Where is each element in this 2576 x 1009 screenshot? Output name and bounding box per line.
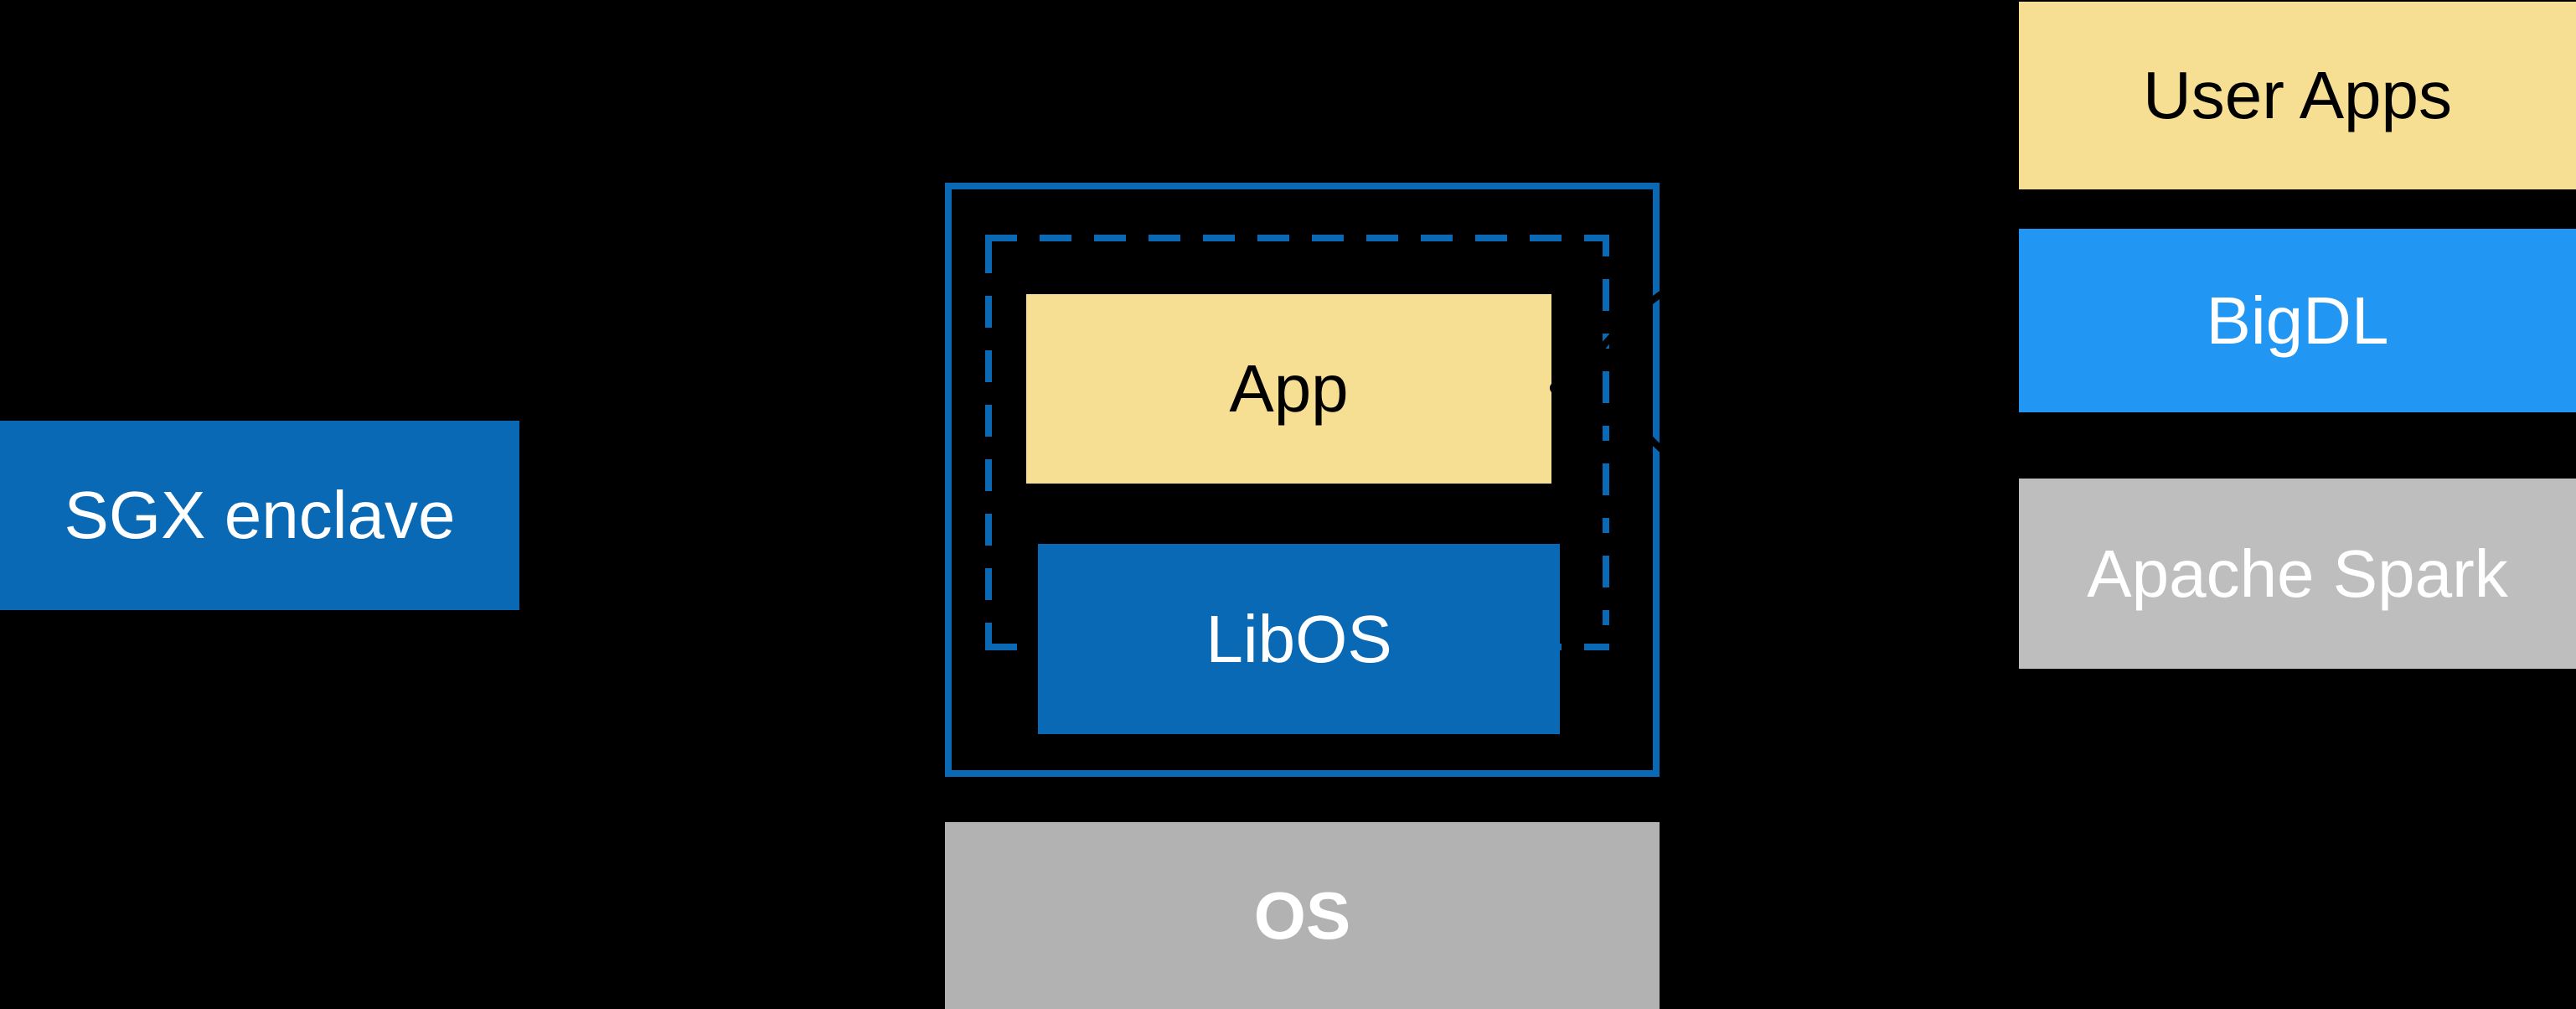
apache-spark-label: Apache Spark [2087, 536, 2508, 611]
sgx-enclave-label: SGX enclave [64, 478, 456, 552]
stack-item-apache-spark: Apache Spark [2019, 479, 2576, 669]
user-apps-label: User Apps [2142, 58, 2453, 132]
bigdl-label: BigDL [2206, 282, 2389, 358]
arrowhead-dot-app-icon [1550, 382, 1562, 394]
connector-curve-lower [1625, 409, 1704, 483]
arrowhead-dot-sgx-icon [520, 517, 530, 527]
os-label: OS [1253, 877, 1351, 953]
app-label: App [1229, 351, 1349, 426]
stack-item-user-apps: User Apps [2019, 2, 2576, 189]
libos-label: LibOS [1205, 601, 1392, 676]
libos-box: LibOS [1038, 544, 1560, 734]
os-box: OS [945, 822, 1660, 1009]
stack-item-bigdl: BigDL [2019, 229, 2576, 412]
connector-curve-to-app [1555, 256, 1721, 391]
app-box: App [1026, 294, 1551, 484]
sgx-enclave-label-box: SGX enclave [0, 421, 519, 610]
